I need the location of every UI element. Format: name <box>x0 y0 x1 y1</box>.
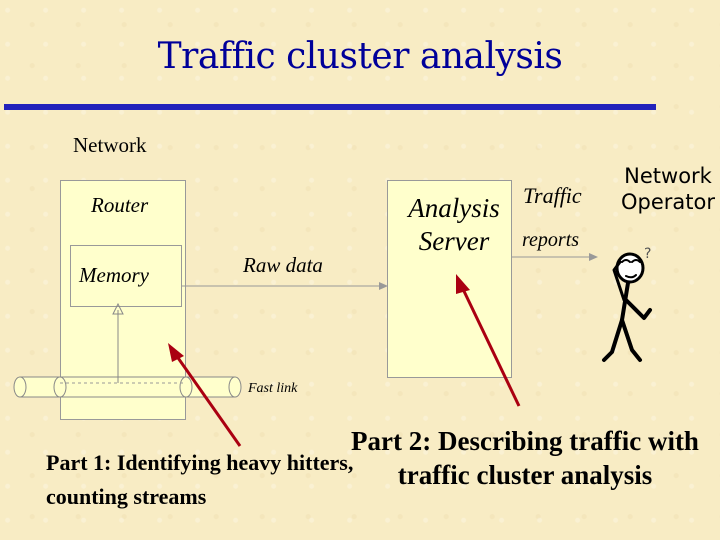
memory-feed-arrowhead <box>112 302 124 315</box>
title-underline <box>4 104 656 110</box>
memory-box <box>70 245 182 307</box>
router-label: Router <box>91 193 149 217</box>
part1-arrow <box>168 343 242 447</box>
reports-arrowhead <box>589 253 598 261</box>
raw-data-label: Raw data <box>243 253 323 277</box>
part2-annotation: Part 2: Describing traffic with traffic … <box>351 426 699 490</box>
raw-data-arrowhead <box>379 282 388 290</box>
part2-arrow <box>456 274 521 407</box>
fast-link-pipe <box>13 376 242 398</box>
part1-annotation: Part 1: Identifying heavy hitters, count… <box>46 450 354 509</box>
operator-figure-icon: ? <box>602 246 652 362</box>
slide-title: Traffic cluster analysis <box>157 36 563 77</box>
traffic-label: Traffic <box>523 183 582 208</box>
network-label: Network <box>73 133 147 157</box>
fast-link-label: Fast link <box>248 381 298 396</box>
question-mark-text: ? <box>644 246 651 262</box>
analysis-server-label: Analysis Server <box>408 193 500 256</box>
memory-label: Memory <box>79 263 149 287</box>
network-operator-label: Network Operator <box>621 164 715 214</box>
reports-label: reports <box>522 229 580 251</box>
